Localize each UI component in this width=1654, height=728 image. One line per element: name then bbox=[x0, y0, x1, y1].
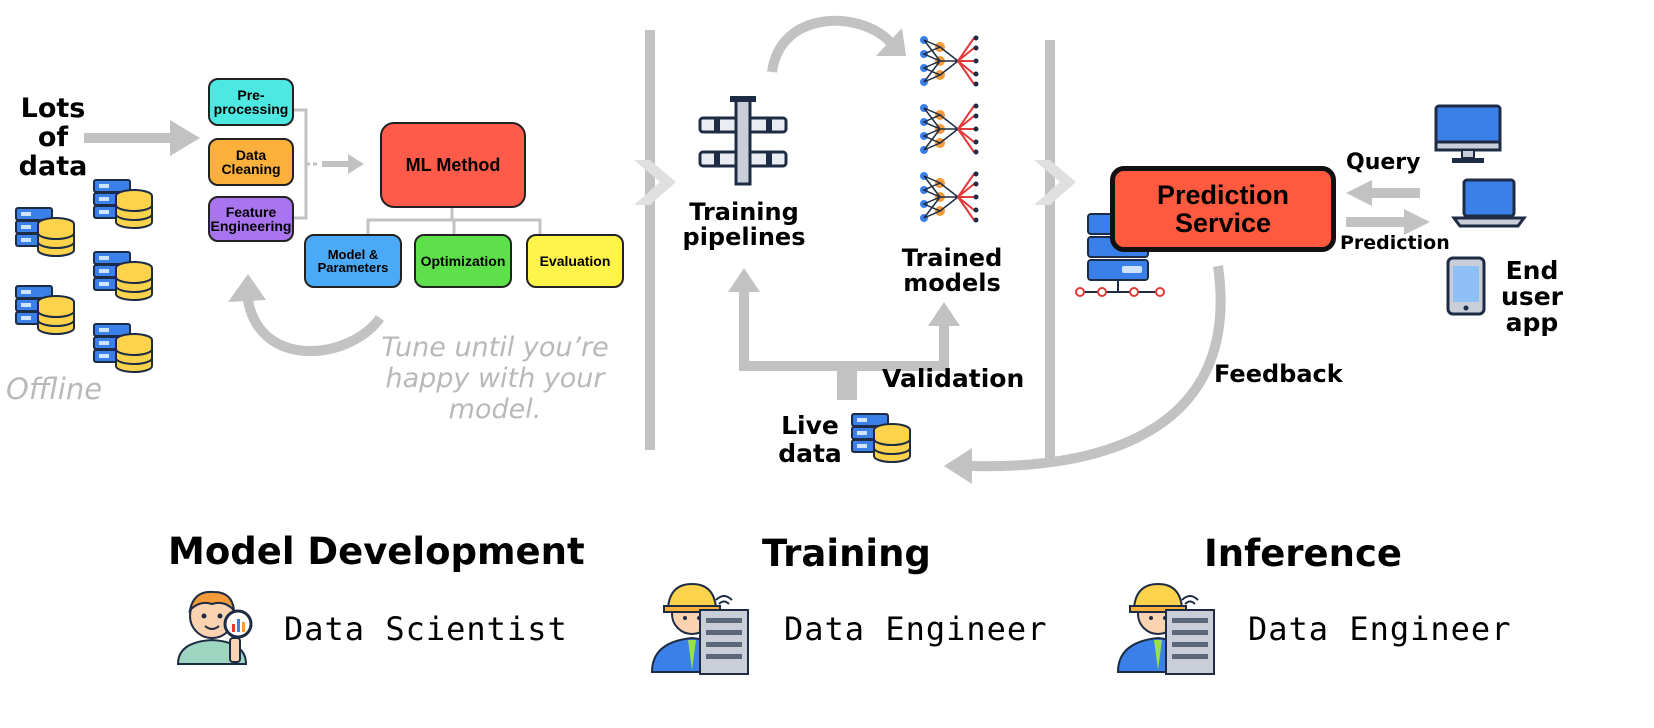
tune-arrow-head bbox=[228, 274, 266, 302]
model-parameters-box: Model & Parameters bbox=[304, 234, 402, 288]
step-data-cleaning: Data Cleaning bbox=[208, 138, 294, 186]
lots-of-data-label: Lots of data bbox=[18, 93, 88, 182]
pipeline-icon bbox=[698, 96, 788, 186]
ml-method-box: ML Method bbox=[380, 122, 526, 208]
feedback-label: Feedback bbox=[1214, 360, 1343, 388]
database-icon bbox=[851, 413, 911, 463]
neural-network-icon bbox=[919, 34, 980, 88]
steps-arrow-head bbox=[348, 154, 364, 174]
trained-models-label: Trained models bbox=[901, 244, 1003, 297]
database-icon bbox=[15, 285, 75, 335]
end-user-app-label: End user app bbox=[1501, 256, 1563, 337]
data-arrow-head bbox=[170, 120, 200, 156]
data-scientist-role: Data Scientist bbox=[284, 610, 568, 648]
database-icon bbox=[93, 323, 153, 373]
data-engineer-avatar-icon bbox=[650, 582, 749, 675]
live-data-label: Live data bbox=[778, 411, 842, 468]
step-feature-engineering: Feature Engineering bbox=[208, 196, 294, 242]
database-icon bbox=[93, 179, 153, 229]
monitor-icon bbox=[1434, 104, 1502, 163]
training-data-engineer-role: Data Engineer bbox=[784, 610, 1048, 648]
inference-data-engineer-role: Data Engineer bbox=[1248, 610, 1512, 648]
evaluation-box: Evaluation bbox=[526, 234, 624, 288]
data-engineer-avatar-icon bbox=[1116, 582, 1215, 675]
training-pipelines-label: Training pipelines bbox=[682, 198, 806, 251]
chevron-right bbox=[1034, 160, 1076, 205]
phone-icon bbox=[1446, 256, 1486, 316]
pipelines-arrow-head bbox=[728, 268, 760, 292]
offline-caption: Offline bbox=[6, 372, 103, 406]
train-arrow-head bbox=[876, 28, 906, 56]
validation-label: Validation bbox=[882, 364, 1025, 393]
laptop-icon bbox=[1451, 178, 1527, 228]
training-title: Training bbox=[762, 532, 931, 575]
chevron-left bbox=[634, 160, 676, 205]
optimization-box: Optimization bbox=[414, 234, 512, 288]
query-arrow-head bbox=[1346, 180, 1372, 206]
prediction-service-box: Prediction Service bbox=[1110, 166, 1336, 252]
database-icon bbox=[15, 207, 75, 257]
prediction-label: Prediction bbox=[1340, 232, 1450, 254]
tune-note: Tune until you’re happy with your model. bbox=[381, 332, 609, 425]
feedback-arrow-head bbox=[944, 448, 972, 484]
models-arrow-head bbox=[928, 302, 960, 326]
data-scientist-avatar-icon bbox=[176, 590, 253, 665]
database-icon bbox=[93, 251, 153, 301]
model-development-title: Model Development bbox=[168, 530, 585, 573]
query-label: Query bbox=[1346, 150, 1421, 175]
neural-network-icon bbox=[919, 102, 980, 156]
inference-title: Inference bbox=[1204, 532, 1403, 575]
neural-network-icon bbox=[919, 170, 980, 224]
step-preprocessing: Pre- processing bbox=[208, 78, 294, 126]
prediction-arrow-head bbox=[1404, 209, 1430, 235]
